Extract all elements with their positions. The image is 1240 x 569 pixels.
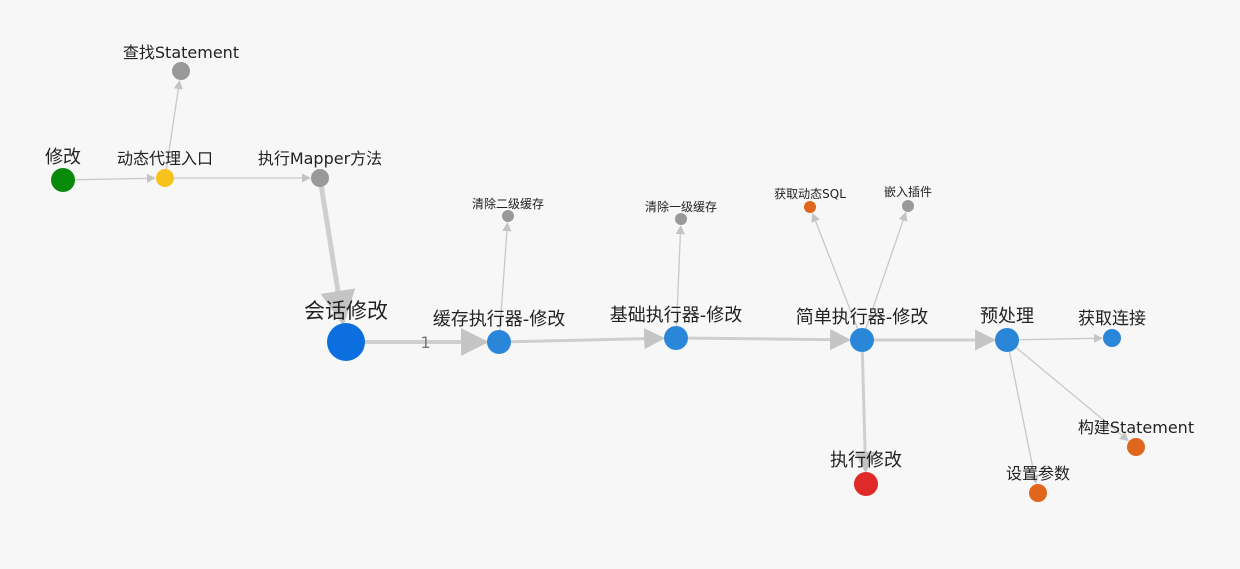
edge-base_exec-to-clear_l1 <box>675 225 685 327</box>
node-base-exec[interactable]: 基础执行器-修改 <box>610 305 743 350</box>
edge-proxy-to-find_stmt <box>165 79 183 170</box>
node-label: 获取连接 <box>1078 309 1146 329</box>
node-clear-l2[interactable]: 清除二级缓存 <box>472 196 544 222</box>
edge-cache_exec-to-base_exec <box>510 328 666 350</box>
node-label: 清除一级缓存 <box>645 199 717 214</box>
edges-layer: 1 <box>74 79 1130 485</box>
node-label: 执行修改 <box>830 450 902 471</box>
node-modify[interactable]: 修改 <box>45 147 81 192</box>
node-label: 预处理 <box>980 306 1034 327</box>
node-label: 查找Statement <box>123 43 239 62</box>
node-label: 会话修改 <box>304 299 388 323</box>
node-cache-exec[interactable]: 缓存执行器-修改 <box>433 309 566 354</box>
node-label: 清除二级缓存 <box>472 196 544 211</box>
node-proxy[interactable]: 动态代理入口 <box>117 149 213 187</box>
node-circle[interactable] <box>854 472 878 496</box>
node-circle[interactable] <box>327 323 365 361</box>
node-circle[interactable] <box>172 62 190 80</box>
node-mapper[interactable]: 执行Mapper方法 <box>258 149 382 187</box>
node-label: 获取动态SQL <box>774 187 846 201</box>
edge-prepare-to-get_conn <box>1018 333 1103 343</box>
node-label: 设置参数 <box>1006 464 1070 483</box>
node-find-stmt[interactable]: 查找Statement <box>123 43 239 80</box>
node-get-conn[interactable]: 获取连接 <box>1078 309 1146 347</box>
node-circle[interactable] <box>502 210 514 222</box>
node-label: 动态代理入口 <box>117 149 213 168</box>
edge-base_exec-to-simple_exec <box>687 329 852 351</box>
node-label: 构建Statement <box>1078 418 1194 437</box>
node-label: 缓存执行器-修改 <box>433 309 566 330</box>
node-circle[interactable] <box>664 326 688 350</box>
edge-prepare-to-set_params <box>1008 351 1039 485</box>
node-circle[interactable] <box>311 169 329 187</box>
node-plugin[interactable]: 嵌入插件 <box>884 185 932 212</box>
node-circle[interactable] <box>995 328 1019 352</box>
edge-cache_exec-to-clear_l2 <box>499 222 512 331</box>
edge-modify-to-proxy <box>74 173 156 183</box>
edge-simple_exec-to-plugin <box>865 211 908 329</box>
edge-simple_exec-to-exec_modify <box>854 351 876 474</box>
node-circle[interactable] <box>156 169 174 187</box>
node-circle[interactable] <box>487 330 511 354</box>
node-label: 修改 <box>45 147 81 168</box>
node-circle[interactable] <box>850 328 874 352</box>
node-label: 简单执行器-修改 <box>796 307 929 328</box>
node-circle[interactable] <box>1103 329 1121 347</box>
node-clear-l1[interactable]: 清除一级缓存 <box>645 199 717 225</box>
node-exec-modify[interactable]: 执行修改 <box>830 450 902 496</box>
node-prepare[interactable]: 预处理 <box>980 306 1034 352</box>
node-dyn-sql[interactable]: 获取动态SQL <box>774 187 846 213</box>
node-session[interactable]: 会话修改 <box>304 299 388 361</box>
node-simple-exec[interactable]: 简单执行器-修改 <box>796 307 929 352</box>
edge-prepare-to-build_stmt <box>1015 347 1130 442</box>
node-label: 执行Mapper方法 <box>258 149 382 168</box>
edge-mapper-to-session <box>318 186 356 326</box>
edge-label: 1 <box>420 333 430 352</box>
node-circle[interactable] <box>675 213 687 225</box>
node-circle[interactable] <box>902 200 914 212</box>
node-circle[interactable] <box>51 168 75 192</box>
node-circle[interactable] <box>1127 438 1145 456</box>
node-label: 嵌入插件 <box>884 185 932 199</box>
node-circle[interactable] <box>804 201 816 213</box>
edge-simple_exec-to-dyn_sql <box>811 212 859 330</box>
node-build-stmt[interactable]: 构建Statement <box>1078 418 1194 456</box>
node-set-params[interactable]: 设置参数 <box>1006 464 1070 502</box>
node-circle[interactable] <box>1029 484 1047 502</box>
node-label: 基础执行器-修改 <box>610 305 743 326</box>
